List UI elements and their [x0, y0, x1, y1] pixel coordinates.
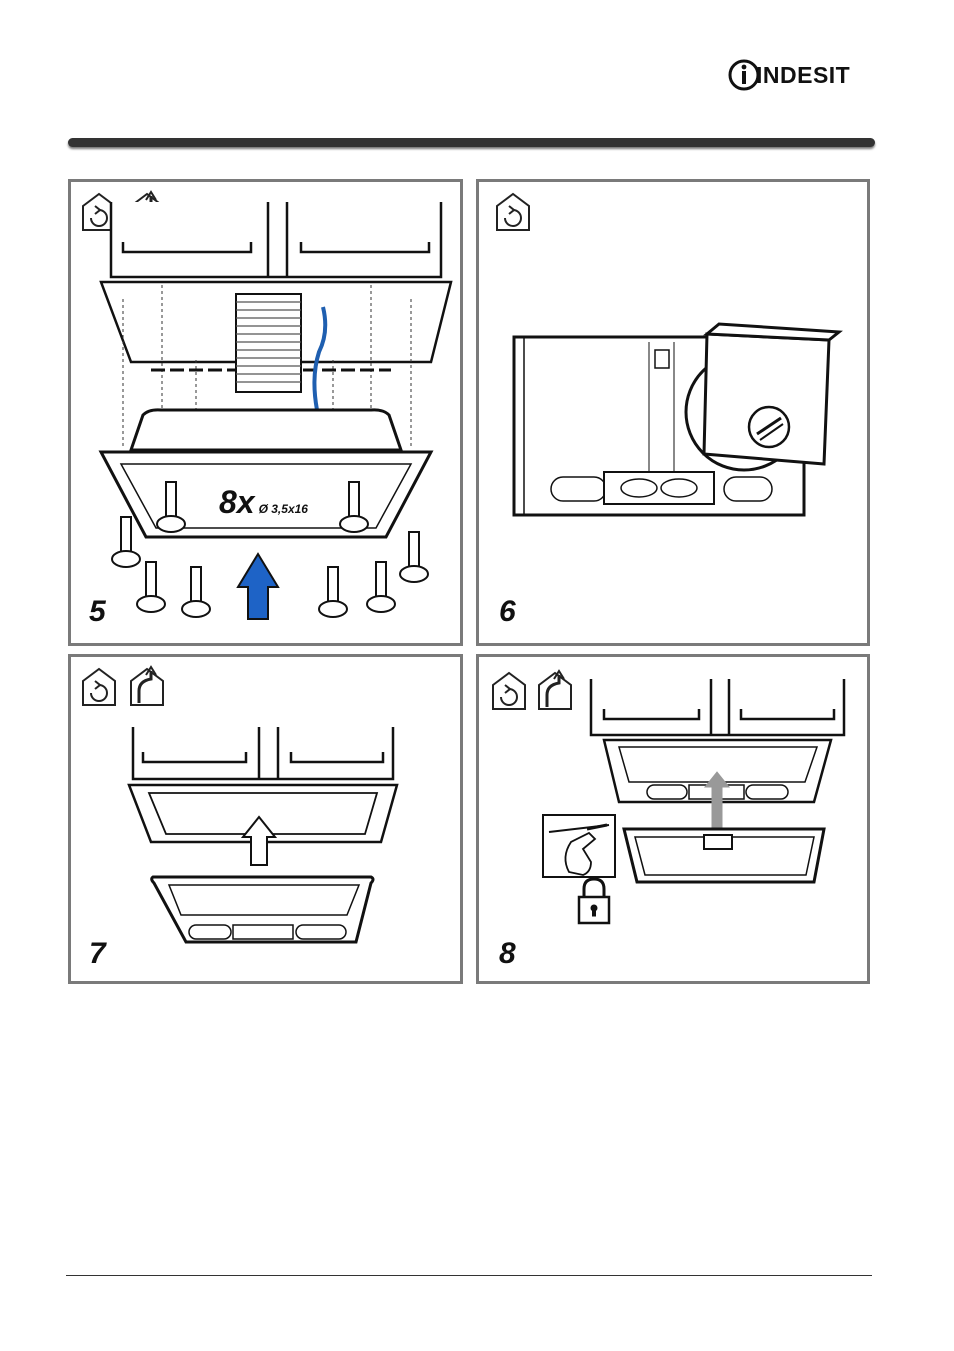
brand-name: INDESIT — [756, 62, 850, 89]
grease-filter-panel — [152, 877, 373, 942]
extraction-icon — [539, 671, 571, 709]
screw-size: Ø 3,5x16 — [259, 502, 308, 516]
recirculation-icon — [83, 669, 115, 705]
header-rule — [68, 138, 875, 147]
recirculation-icon — [493, 673, 525, 709]
screw-count: 8x — [219, 484, 255, 520]
screw-spec: 8x Ø 3,5x16 — [219, 484, 308, 521]
extraction-icon — [131, 667, 163, 705]
lock-icon — [579, 879, 609, 923]
step-5-panel: 8x Ø 3,5x16 5 — [68, 179, 463, 646]
step-8-illustration — [479, 657, 867, 981]
carbon-filter — [686, 324, 839, 470]
footer-rule — [66, 1275, 872, 1276]
step-number: 7 — [89, 937, 106, 971]
step-7-panel: 7 — [68, 654, 463, 984]
flexible-duct — [236, 294, 301, 392]
filter-release-hand-icon — [543, 815, 615, 877]
step-number: 5 — [89, 595, 106, 629]
step-8-panel: 8 — [476, 654, 870, 984]
grease-filter — [624, 829, 824, 882]
step-7-illustration — [71, 657, 460, 981]
step-6-illustration — [479, 182, 867, 643]
step-6-panel: 6 — [476, 179, 870, 646]
step-number: 6 — [499, 595, 516, 629]
step-number: 8 — [499, 937, 516, 971]
recirculation-icon — [497, 194, 529, 230]
step-5-illustration — [71, 182, 460, 643]
lift-arrow — [238, 554, 278, 619]
